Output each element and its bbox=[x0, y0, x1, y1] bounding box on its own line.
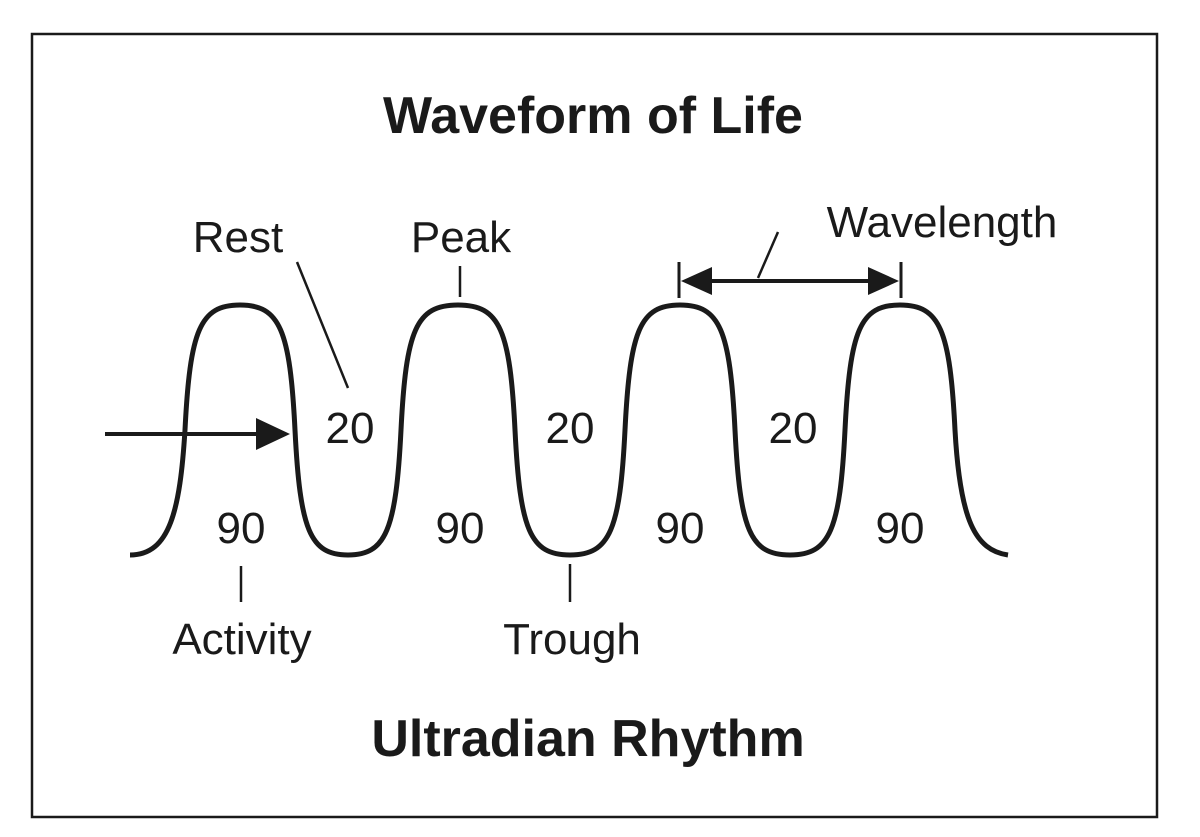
activity-minutes-4: 90 bbox=[876, 504, 925, 553]
entry-arrow bbox=[105, 418, 290, 450]
waveform-curve bbox=[129, 302, 1009, 558]
wavelength-label: Wavelength bbox=[827, 198, 1058, 247]
wavelength-span-arrow bbox=[677, 262, 903, 298]
peak-label: Peak bbox=[411, 213, 512, 262]
activity-minutes-3: 90 bbox=[656, 504, 705, 553]
activity-label: Activity bbox=[172, 615, 311, 664]
activity-minutes-2: 90 bbox=[436, 504, 485, 553]
diagram-title: Waveform of Life bbox=[383, 87, 803, 145]
rest-minutes-1: 20 bbox=[326, 404, 375, 453]
activity-minutes-1: 90 bbox=[217, 504, 266, 553]
rest-leader-line bbox=[295, 261, 350, 389]
rest-label: Rest bbox=[193, 213, 283, 262]
trough-label: Trough bbox=[503, 615, 641, 664]
wavelength-leader-line bbox=[756, 231, 780, 279]
diagram-subtitle: Ultradian Rhythm bbox=[371, 710, 804, 768]
diagram-frame bbox=[30, 32, 1159, 819]
rest-minutes-3: 20 bbox=[769, 404, 818, 453]
rest-minutes-2: 20 bbox=[546, 404, 595, 453]
